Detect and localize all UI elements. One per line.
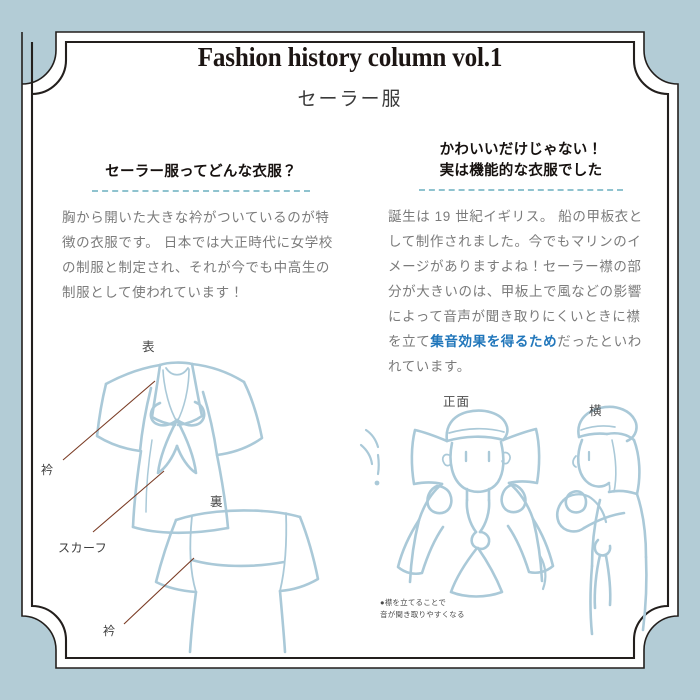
left-column-heading: セーラー服ってどんな衣服？ <box>105 164 297 180</box>
label-collar-top: 衿 <box>41 463 54 477</box>
label-collar-bottom: 衿 <box>103 624 116 638</box>
label-figure-front: 正面 <box>443 395 471 409</box>
label-garment-front: 表 <box>142 340 156 354</box>
right-body-after: だったといわれています。 <box>388 334 642 374</box>
column-right: かわいいだけじゃない！ 実は機能的な衣服でした 誕生は 19 世紀イギリス。 船… <box>388 140 654 379</box>
right-heading-line-1: かわいいだけじゃない！ <box>439 142 603 158</box>
right-body-highlight: 集音効果を得るため <box>430 334 558 349</box>
label-garment-back: 裏 <box>210 495 224 509</box>
left-column-body: 胸から開いた大きな衿がついているのが特徴の衣服です。 日本では大正時代に女学校の… <box>62 210 333 300</box>
label-figure-side: 横 <box>589 404 603 418</box>
column-left: セーラー服ってどんな衣服？ 胸から開いた大きな衿がついているのが特徴の衣服です。… <box>62 140 340 305</box>
page-subtitle: セーラー服 <box>297 89 403 110</box>
right-column-heading: かわいいだけじゃない！ 実は機能的な衣服でした <box>388 140 654 182</box>
page-title: Fashion history column vol.1 <box>197 42 503 72</box>
right-column-body: 誕生は 19 世紀イギリス。 船の甲板衣として制作されました。今でもマリンのイメ… <box>388 204 654 379</box>
footnote: ●襟を立てることで 音が聞き取りやすくなる <box>380 598 465 619</box>
left-heading-divider <box>92 190 310 192</box>
right-body-before: 誕生は 19 世紀イギリス。 船の甲板衣として制作されました。今でもマリンのイメ… <box>388 209 643 349</box>
right-heading-line-2: 実は機能的な衣服でした <box>439 163 603 179</box>
right-heading-divider <box>419 189 623 191</box>
label-scarf: スカーフ <box>58 541 108 555</box>
